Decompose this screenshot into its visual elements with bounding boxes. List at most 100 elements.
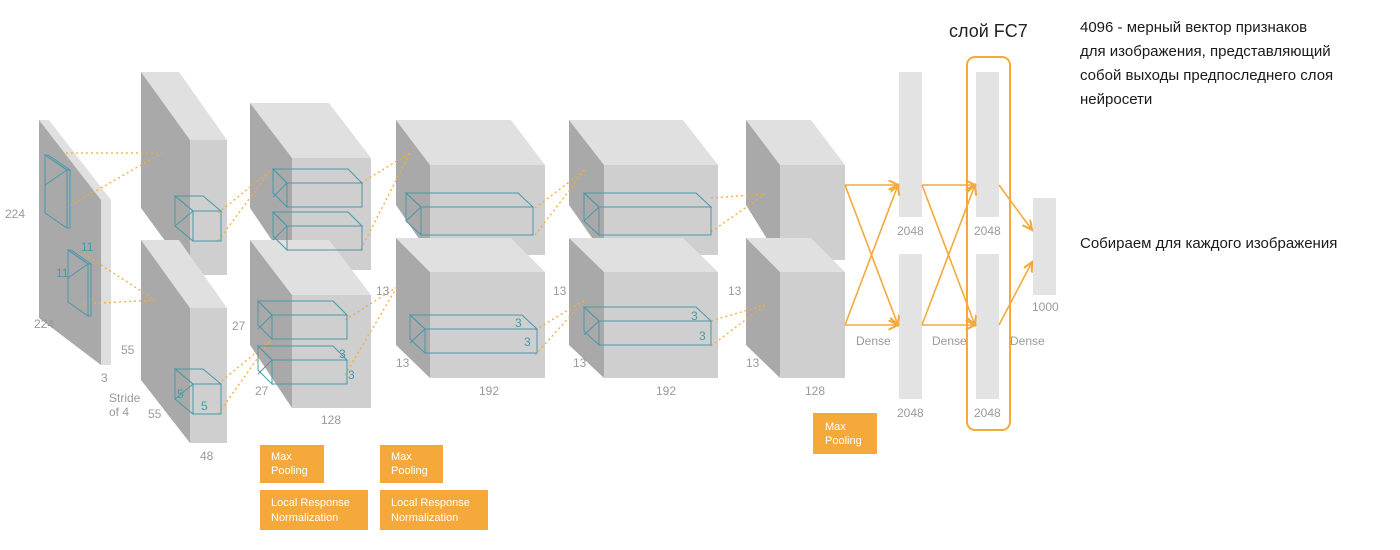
fc7-description: 4096 - мерный вектор признаков для изобр… — [1080, 16, 1333, 112]
conv4-kernel-top-sideface — [405, 191, 422, 237]
conv3-block-bottom-front — [292, 295, 371, 408]
conv1-kernel-bottom-sideface — [67, 249, 89, 317]
conv5-kernel-bottom — [582, 305, 713, 347]
max-pooling-box-2: Max Pooling — [380, 445, 443, 483]
conv3-kernel-b: 3 — [348, 368, 355, 382]
dotted-connection-2 — [65, 152, 163, 209]
conv1-channels: 3 — [101, 371, 108, 385]
conv5-depth: 192 — [656, 384, 676, 398]
dotted-connection-11 — [344, 286, 398, 321]
conv4-block-bottom-side — [396, 238, 430, 378]
conv5-block-bottom-side — [569, 238, 604, 378]
dense-connections — [844, 184, 1032, 326]
conv4-block-bottom — [396, 238, 545, 378]
conv5-block-bottom-front — [604, 272, 718, 378]
fc7-highlight-frame — [966, 56, 1011, 431]
conv2-kernel-top-edge1 — [174, 210, 194, 227]
dotted-connection-13 — [534, 169, 586, 209]
conv6-block-bottom-side — [746, 238, 780, 378]
conv4-block-top-top — [396, 120, 545, 165]
conv6-block-top-side — [746, 120, 780, 260]
lrn-box-1: Local Response Normalization — [260, 490, 368, 530]
conv4-kernel-top-edge1 — [405, 206, 422, 222]
fc7-top-size: 2048 — [974, 224, 1001, 238]
conv2-height: 55 — [121, 343, 135, 357]
conv5-block-bottom-top — [569, 238, 718, 272]
conv1-kernel-bottom-edge1 — [67, 263, 89, 279]
conv3-block-top — [250, 103, 371, 270]
max-pooling-box-1-line1: Max — [271, 451, 292, 463]
conv1-kernel-top-sideface — [44, 154, 68, 229]
conv3-kernel-1-sideface — [272, 167, 288, 209]
fc7-top-bar — [976, 72, 999, 217]
fc7-bottom-size: 2048 — [974, 406, 1001, 420]
conv2-block-bottom-front — [190, 308, 227, 443]
conv5-kernel-top — [582, 191, 713, 237]
conv1-kernel-top-edge1 — [44, 169, 68, 186]
conv2-width: 55 — [148, 407, 162, 421]
max-pooling-box-3-line1: Max — [825, 421, 846, 433]
conv3-kernel-3 — [256, 299, 349, 341]
fc7-description-line3: собой выходы предпоследнего слоя — [1080, 67, 1334, 84]
conv3-depth: 128 — [321, 413, 341, 427]
dense-connection-4 — [844, 185, 898, 326]
conv3-block-bottom-top — [250, 240, 371, 295]
kernel-boxes — [43, 154, 713, 416]
conv2-block-top-top — [141, 72, 227, 140]
conv5-block-bottom — [569, 238, 718, 378]
max-pooling-box-2-line2: Pooling — [391, 465, 428, 477]
fc7-description-line2: для изображения, представляющий — [1080, 43, 1331, 60]
max-pooling-box-2-line1: Max — [391, 451, 412, 463]
dotted-connection-20 — [710, 304, 766, 347]
connection-lines — [65, 152, 766, 415]
conv4-width: 13 — [396, 356, 410, 370]
conv2-kernel-top-sideface — [174, 194, 194, 243]
output-size: 1000 — [1032, 300, 1059, 314]
conv2-block-bottom-top — [141, 240, 227, 308]
dense-connection-9 — [998, 184, 1032, 230]
conv4-kernel-top — [404, 191, 535, 237]
fc6-bottom-size: 2048 — [897, 406, 924, 420]
fc6-bottom-bar — [899, 254, 922, 399]
conv1-kernel-b: 11 — [56, 266, 69, 280]
max-pooling-box-1-line2: Pooling — [271, 465, 308, 477]
dense-label-3: Dense — [1010, 334, 1045, 348]
fc7-bottom-bar — [976, 254, 999, 399]
conv6-block-top-top — [746, 120, 845, 165]
dotted-connection-17 — [710, 193, 766, 199]
conv4-kernel-a: 3 — [515, 316, 522, 330]
dotted-connection-4 — [83, 299, 156, 305]
dense-label-1: Dense — [856, 334, 891, 348]
lrn-box-2-line2: Normalization — [391, 512, 458, 524]
dense-label-2: Dense — [932, 334, 967, 348]
conv5-block-top — [569, 120, 718, 255]
dotted-connection-16 — [534, 299, 586, 356]
conv3-block-bottom — [250, 240, 371, 408]
layer-blocks — [39, 72, 845, 443]
stride-label-line2: of 4 — [109, 405, 129, 419]
conv4-kernel-bottom-sideface — [409, 313, 426, 355]
dotted-connection-5 — [217, 170, 271, 214]
conv4-depth: 192 — [479, 384, 499, 398]
conv1-slab-edge — [101, 200, 111, 365]
conv6-width: 13 — [746, 356, 760, 370]
conv4-height: 13 — [376, 284, 390, 298]
conv6-block-bottom-front — [780, 272, 845, 378]
conv3-kernel-2 — [271, 210, 364, 252]
lrn-box-1-line1: Local Response — [271, 497, 350, 509]
conv4-block-bottom-top — [396, 238, 545, 272]
max-pooling-box-3-line2: Pooling — [825, 435, 862, 447]
conv2-block-bottom — [141, 240, 227, 443]
conv4-kernel-b: 3 — [524, 335, 531, 349]
lrn-box-2-line1: Local Response — [391, 497, 470, 509]
lrn-box-2: Local Response Normalization — [380, 490, 488, 530]
collect-note-text: Собираем для каждого изображения — [1080, 235, 1338, 252]
conv2-block-top-front — [190, 140, 227, 275]
dotted-connection-14 — [534, 169, 586, 236]
conv5-height: 13 — [553, 284, 567, 298]
output-bar — [1033, 198, 1056, 295]
stride-label-line1: Stride — [109, 391, 141, 405]
conv5-kernel-bottom-sideface — [583, 305, 600, 347]
dotted-connection-12 — [344, 286, 398, 376]
fc-bars — [899, 72, 1056, 399]
